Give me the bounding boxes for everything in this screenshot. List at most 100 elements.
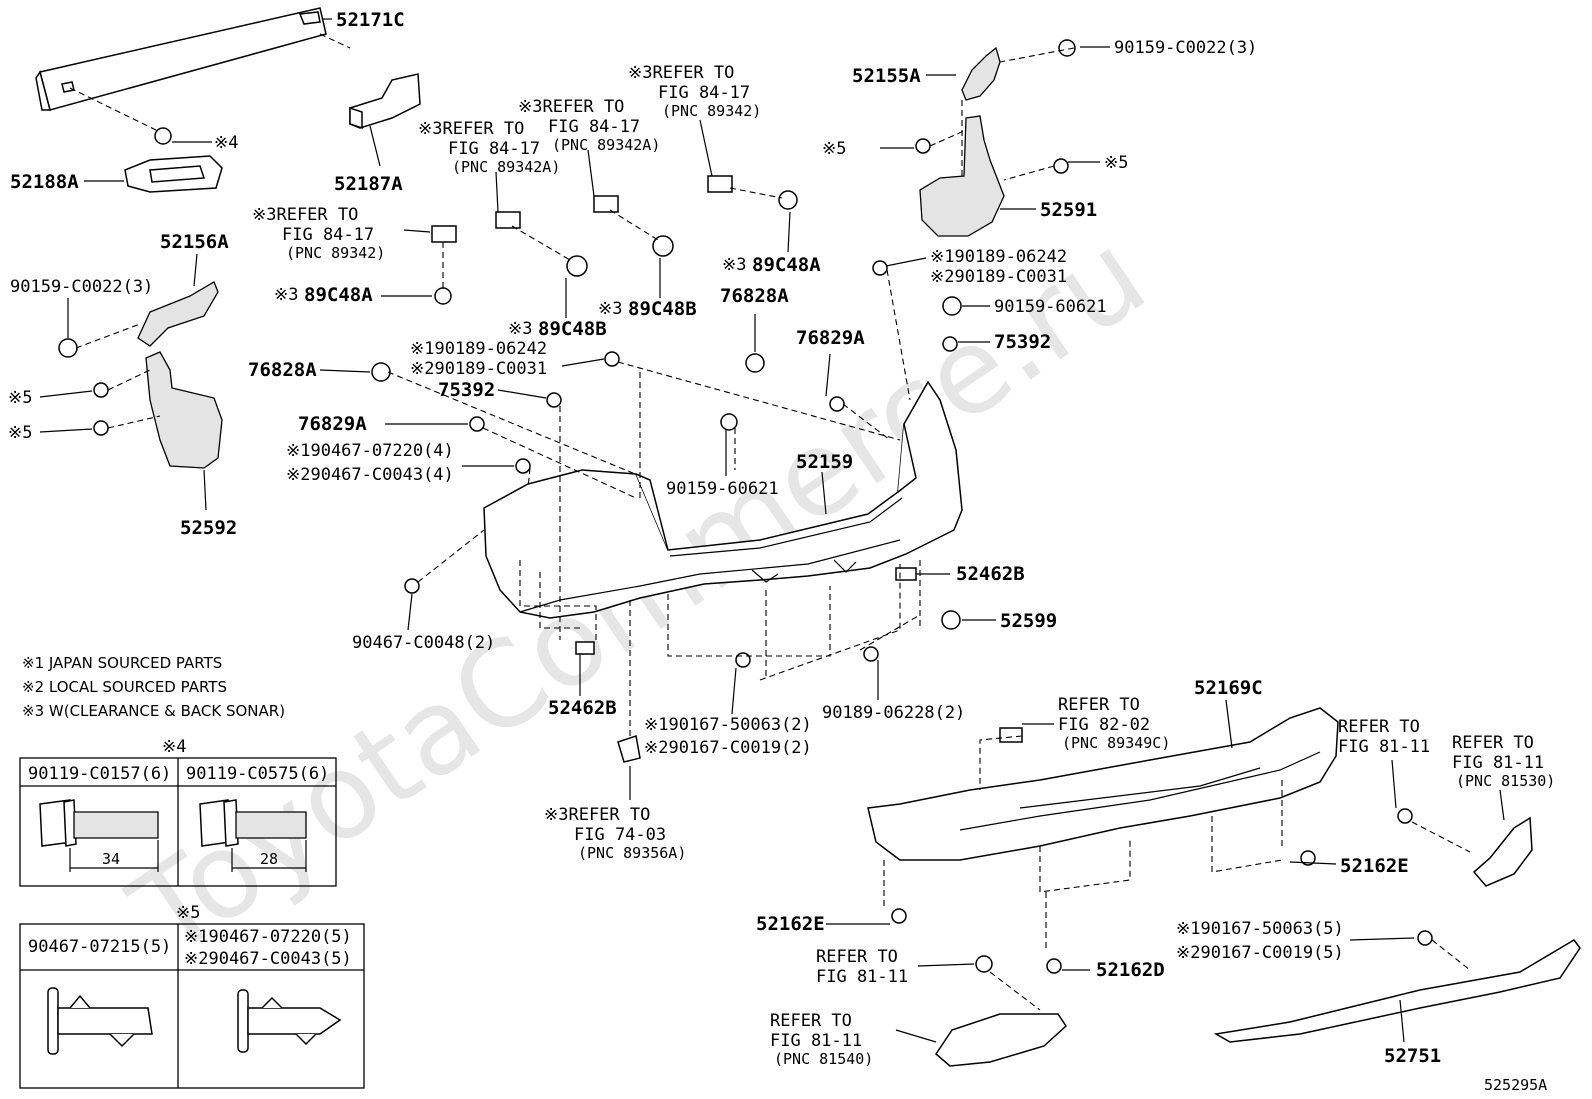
ref-block-4: ※3REFER TO FIG 84-17 (PNC 89342) (628, 63, 761, 120)
label-90189-06242-left: ※190189-06242 (410, 339, 547, 359)
bolt-illustration-2 (199, 799, 307, 872)
label-52155A: 52155A (852, 65, 921, 87)
fastener-shapes (58, 39, 1433, 974)
label-75392-left: 75392 (438, 379, 495, 401)
label-52591: 52591 (1040, 199, 1097, 221)
label-90467-07220: ※190467-07220(4) (286, 441, 454, 461)
ref-block-9: REFER TO FIG 81-11 (PNC 81540) (770, 1011, 873, 1068)
ref-line: (PNC 81530) (1456, 772, 1555, 790)
legend: ※1 JAPAN SOURCED PARTS ※2 LOCAL SOURCED … (22, 654, 285, 720)
mark-3-89C48A-right: ※3 (722, 255, 746, 275)
label-52162E-left: 52162E (756, 913, 825, 935)
label-90467-C0048: 90467-C0048(2) (352, 633, 495, 653)
label-90167-C0019: ※290167-C0019(2) (644, 738, 812, 758)
mark-3-89C48A-left: ※3 (274, 285, 298, 305)
table-5-col-2-line-2: ※290467-C0043(5) (184, 949, 352, 969)
ref-line: REFER TO (1338, 717, 1420, 737)
bumper-cover-52159-shape (483, 380, 963, 619)
label-52162D: 52162D (1096, 959, 1165, 981)
ref-line: FIG 74-03 (574, 825, 666, 845)
ref-line: (PNC 89349C) (1062, 734, 1170, 752)
label-52751: 52751 (1384, 1045, 1441, 1067)
ref-block-1: ※3REFER TO FIG 84-17 (PNC 89342) (252, 205, 385, 262)
label-89C48B-left: 89C48B (538, 318, 607, 340)
ref-block-2: ※3REFER TO FIG 84-17 (PNC 89342A) (418, 119, 560, 176)
reflector-right-shape (1472, 816, 1533, 887)
label-76829A-right: 76829A (796, 327, 865, 349)
table-4-title: ※4 (162, 737, 186, 757)
bracket-52592-shape (145, 351, 223, 469)
label-90189-C0031-left: ※290189-C0031 (410, 359, 547, 379)
ref-line: (PNC 89342) (286, 244, 385, 262)
label-90167-50063: ※190167-50063(2) (644, 715, 812, 735)
label-52188A: 52188A (10, 171, 79, 193)
ref-line: FIG 84-17 (448, 139, 540, 159)
figure-number: 525295A (1484, 1076, 1547, 1094)
ref-block-5: REFER TO FIG 82-02 (PNC 89349C) (1058, 695, 1170, 752)
ref-line: REFER TO (1452, 733, 1534, 753)
label-52159: 52159 (796, 451, 853, 473)
ref-block-6: REFER TO FIG 81-11 (1338, 717, 1430, 757)
ref-line: ※3REFER TO (418, 119, 524, 139)
table-4-col-1: 90119-C0157(6) (28, 764, 171, 784)
mark-5-left-a: ※5 (8, 388, 32, 408)
clip-illustration-1 (47, 987, 153, 1055)
ref-line: FIG 84-17 (282, 225, 374, 245)
ref-line: FIG 81-11 (816, 967, 908, 987)
ref-block-3: ※3REFER TO FIG 84-17 (PNC 89342A) (518, 97, 660, 154)
ref-block-10: ※3REFER TO FIG 74-03 (PNC 89356A) (544, 805, 686, 862)
bolt-illustration-1 (39, 799, 159, 872)
label-76828A-right: 76828A (720, 285, 789, 307)
bracket-52591-shape (919, 115, 1005, 237)
ref-line: FIG 84-17 (548, 117, 640, 137)
mark-3-89C48B-center: ※3 (598, 299, 622, 319)
reflector-left-shape (935, 1013, 1067, 1067)
leader-lines (39, 18, 1505, 1043)
table-4-dim-2: 28 (260, 850, 278, 868)
label-52187A: 52187A (334, 173, 403, 195)
table-5-col-2-line-1: ※190467-07220(5) (184, 927, 352, 947)
bracket-52188A-shape (124, 155, 223, 193)
mark-3-89C48B-left: ※3 (508, 319, 532, 339)
ref-line: FIG 84-17 (658, 83, 750, 103)
bracket-52187A-shape (349, 73, 421, 130)
label-52169C: 52169C (1194, 677, 1263, 699)
legend-item-3: ※3 W(CLEARANCE & BACK SONAR) (22, 702, 285, 720)
ref-line: (PNC 89356A) (578, 844, 686, 862)
label-89C48A-right: 89C48A (752, 254, 821, 276)
ref-line: (PNC 89342A) (552, 136, 660, 154)
ref-block-7: REFER TO FIG 81-11 (PNC 81530) (1452, 733, 1555, 790)
label-52171C: 52171C (336, 9, 405, 31)
label-52462B-right: 52462B (956, 563, 1025, 585)
ref-line: ※3REFER TO (544, 805, 650, 825)
ref-line: ※3REFER TO (628, 63, 734, 83)
ref-line: REFER TO (1058, 695, 1140, 715)
mark-5-top-left: ※5 (822, 139, 846, 159)
legend-item-2: ※2 LOCAL SOURCED PARTS (22, 678, 227, 696)
table-5-title: ※5 (176, 903, 200, 923)
label-90167-50063-b: ※190167-50063(5) (1176, 919, 1344, 939)
label-89C48A-left: 89C48A (304, 284, 373, 306)
ref-line: FIG 81-11 (1452, 753, 1544, 773)
label-90189-06228: 90189-06228(2) (822, 703, 965, 723)
ref-line: (PNC 89342) (662, 102, 761, 120)
legend-item-1: ※1 JAPAN SOURCED PARTS (22, 654, 222, 672)
label-52162E-right: 52162E (1340, 855, 1409, 877)
mark-5-left-b: ※5 (8, 423, 32, 443)
lower-bumper-52169C-shape (867, 707, 1339, 861)
label-90159-C0022-left: 90159-C0022(3) (10, 277, 153, 297)
label-76829A-left: 76829A (298, 413, 367, 435)
table-mark-5: ※5 90467-07215(5) ※190467-07220(5) ※2904… (19, 903, 365, 1089)
mark-5-top-right: ※5 (1104, 153, 1128, 173)
ref-line: REFER TO (816, 947, 898, 967)
label-90167-C0019-b: ※290167-C0019(5) (1176, 943, 1344, 963)
table-mark-4: ※4 90119-C0157(6) 90119-C0575(6) 34 28 (19, 737, 337, 887)
ref-line: FIG 82-02 (1058, 715, 1150, 735)
ref-line: REFER TO (770, 1011, 852, 1031)
clip-illustration-2 (237, 989, 342, 1053)
label-52599: 52599 (1000, 610, 1057, 632)
mark-4: ※4 (214, 133, 238, 153)
ref-line: ※3REFER TO (518, 97, 624, 117)
